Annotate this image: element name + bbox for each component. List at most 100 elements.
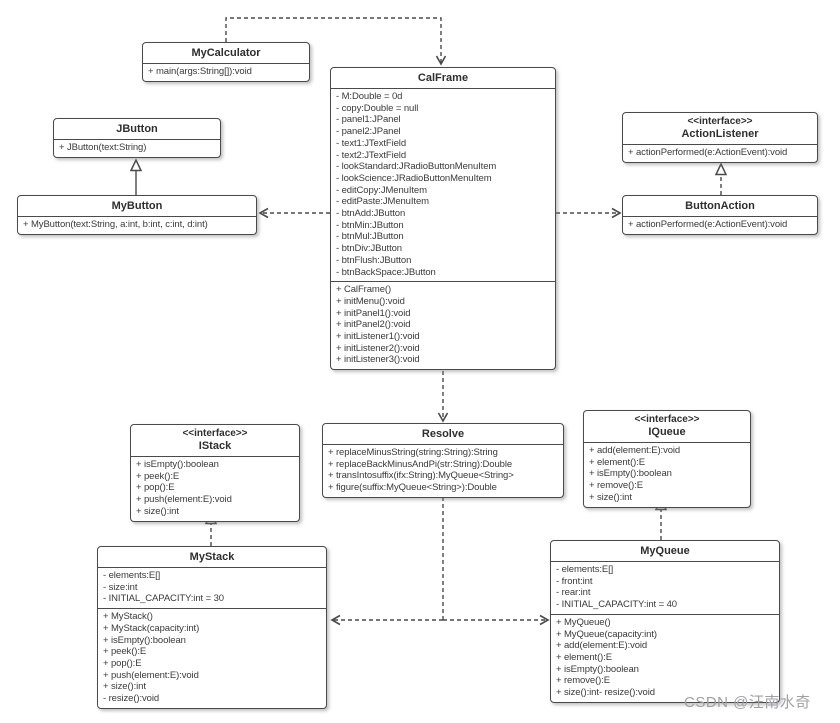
member-row: - INITIAL_CAPACITY:int = 40 [556, 599, 677, 611]
attributes-section: - elements:E[]- front:int- rear:int- INI… [551, 562, 779, 614]
member-row: - size:int [103, 581, 138, 593]
member-row: - rear:int [556, 587, 591, 599]
member-row: + add(element:E):void [589, 445, 681, 456]
member-row: + figure(suffix:MyQueue<String>):Double [328, 482, 497, 494]
class-box-istack[interactable]: <<interface>>IStack+ isEmpty():boolean+ … [130, 424, 300, 522]
class-box-iqueue[interactable]: <<interface>>IQueue+ add(element:E):void… [583, 410, 751, 508]
class-name: CalFrame [417, 72, 469, 84]
member-row: - panel2:JPanel [336, 126, 401, 138]
methods-section: + replaceMinusString(string:String):Stri… [323, 445, 563, 497]
class-header: <<interface>>ActionListener [623, 113, 817, 145]
member-row: + transIntosuffix(ifx:String):MyQueue<St… [328, 470, 514, 482]
member-row: + size():int [589, 491, 632, 503]
member-row: - editPaste:JMenuItem [336, 196, 429, 208]
class-header: MyButton [18, 196, 256, 217]
methods-section: + MyButton(text:String, a:int, b:int, c:… [18, 217, 256, 234]
class-header: MyQueue [551, 541, 779, 562]
methods-section: + main(args:String[]):void [143, 64, 309, 81]
class-name: MyCalculator [191, 47, 261, 59]
member-row: + element():E [556, 651, 612, 663]
class-header: ButtonAction [623, 196, 817, 217]
member-row: + JButton(text:String) [59, 142, 147, 153]
member-row: - btnDiv:JButton [336, 243, 402, 255]
methods-section: + MyStack()+ MyStack(capacity:int)+ isEm… [98, 608, 326, 708]
stereotype-label: <<interface>> [634, 414, 700, 425]
member-row: + initListener2():void [336, 342, 420, 354]
member-row: - text1:JTextField [336, 137, 407, 149]
stereotype-label: <<interface>> [182, 428, 248, 439]
class-box-actionlistener[interactable]: <<interface>>ActionListener + actionPerfo… [622, 112, 818, 163]
member-row: + MyButton(text:String, a:int, b:int, c:… [23, 219, 208, 230]
member-row: + actionPerformed(e:ActionEvent):void [628, 219, 788, 230]
class-header: <<interface>>IStack [131, 425, 299, 457]
class-header: Resolve [323, 424, 563, 445]
stereotype-label: <<interface>> [687, 116, 753, 127]
csdn-watermark: CSDN @汪南水奇 [684, 694, 811, 711]
class-box-buttonaction[interactable]: ButtonAction + actionPerformed(e:ActionEv… [622, 195, 818, 235]
member-row: - lookStandard:JRadioButtonMenuItem [336, 161, 497, 173]
class-box-calframe[interactable]: CalFrame - M:Double = 0d- copy:Double = n… [330, 67, 556, 371]
class-box-jbutton[interactable]: JButton + JButton(text:String) [53, 118, 221, 158]
member-row: + push(element:E):void [136, 494, 232, 506]
member-row: + MyQueue(capacity:int) [556, 628, 657, 640]
member-row: + initPanel1():void [336, 307, 411, 319]
member-row: + initListener1():void [336, 331, 420, 343]
member-row: + initMenu():void [336, 295, 405, 307]
member-row: + MyQueue() [556, 616, 611, 628]
member-row: + size():int [103, 681, 146, 693]
member-row: + size():int [136, 505, 179, 517]
member-row: - copy:Double = null [336, 102, 419, 114]
member-row: - lookScience:JRadioButtonMenuItem [336, 172, 492, 184]
class-header: MyStack [98, 547, 326, 568]
member-row: - editCopy:JMenuItem [336, 184, 427, 196]
member-row: - btnBackSpace:JButton [336, 266, 436, 278]
member-row: + replaceMinusString(string:String):Stri… [328, 447, 498, 458]
class-name: ButtonAction [685, 200, 755, 212]
class-box-mybutton[interactable]: MyButton + MyButton(text:String, a:int, b… [17, 195, 257, 235]
member-row: + MyStack() [103, 611, 153, 623]
member-row: + remove():E [589, 480, 643, 492]
member-row: + push(element:E):void [103, 669, 199, 681]
member-row: + remove():E [556, 675, 610, 687]
member-row: + initListener3():void [336, 354, 420, 366]
member-row: + pop():E [136, 482, 175, 494]
member-row: - resize():void [103, 693, 160, 705]
attributes-section: - elements:E[]- size:int- INITIAL_CAPACI… [98, 568, 326, 608]
member-row: + main(args:String[]):void [148, 66, 252, 77]
member-row: - elements:E[] [103, 570, 161, 581]
member-row: + peek():E [103, 646, 147, 658]
methods-section: + actionPerformed(e:ActionEvent):void [623, 217, 817, 234]
class-box-myqueue[interactable]: MyQueue - elements:E[]- front:int- rear:i… [550, 540, 780, 703]
member-row: + isEmpty():boolean [589, 468, 672, 480]
member-row: + isEmpty():boolean [103, 634, 186, 646]
class-name: JButton [116, 123, 158, 135]
member-row: + CalFrame() [336, 284, 392, 296]
member-row: - btnFlush:JButton [336, 254, 412, 266]
member-row: + actionPerformed(e:ActionEvent):void [628, 147, 788, 158]
methods-section: + isEmpty():boolean+ peek():E+ pop():E+ … [131, 457, 299, 521]
member-row: - panel1:JPanel [336, 114, 401, 126]
class-name: MyStack [189, 551, 235, 563]
class-box-resolve[interactable]: Resolve + replaceMinusString(string:Strin… [322, 423, 564, 498]
member-row: + replaceBackMinusAndPi(str:String):Doub… [328, 458, 513, 470]
member-row: + initPanel2():void [336, 319, 411, 331]
methods-section: + CalFrame()+ initMenu():void+ initPanel… [331, 281, 555, 369]
member-row: + isEmpty():boolean [136, 459, 219, 470]
member-row: - btnAdd:JButton [336, 208, 406, 220]
class-name: MyQueue [640, 545, 690, 557]
member-row: - btnMul:JButton [336, 231, 404, 243]
member-row: + size():int- resize():void [556, 687, 655, 699]
class-name: Resolve [421, 428, 465, 440]
class-header: CalFrame [331, 68, 555, 89]
class-header: MyCalculator [143, 43, 309, 64]
member-row: + peek():E [136, 470, 180, 482]
class-box-mycalculator[interactable]: MyCalculator + main(args:String[]):void [142, 42, 310, 82]
member-row: + isEmpty():boolean [556, 663, 639, 675]
member-row: - btnMin:JButton [336, 219, 404, 231]
class-box-mystack[interactable]: MyStack - elements:E[]- size:int- INITIAL… [97, 546, 327, 709]
class-name: ActionListener [681, 128, 759, 140]
methods-section: + add(element:E):void+ element():E+ isEm… [584, 443, 750, 507]
attributes-section: - M:Double = 0d- copy:Double = null- pan… [331, 89, 555, 281]
member-row: + element():E [589, 456, 645, 468]
